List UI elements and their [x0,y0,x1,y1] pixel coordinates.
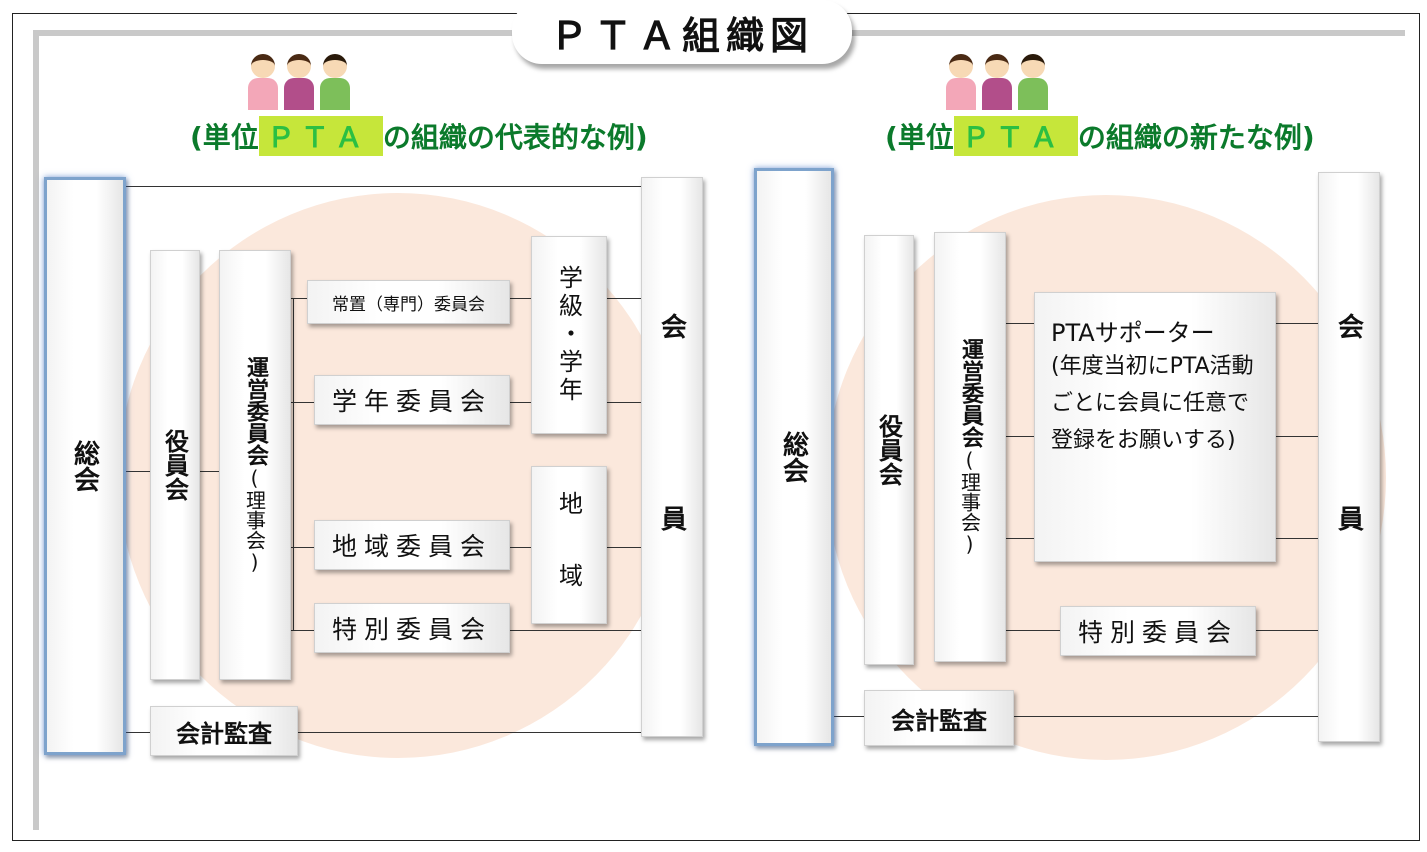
uneikai-box-right: 運営委員会 (理事会) [934,232,1006,662]
people-illustration-left [248,54,350,110]
uneikai-box-left: 運営委員会 (理事会) [219,250,291,680]
gakunen-committee-label: 学年委員会 [331,387,492,416]
connector [606,402,642,403]
tokubetsu-committee-box-left: 特別委員会 [314,603,510,653]
connector [296,732,642,733]
right-subtitle-prefix: (単位 [885,121,954,154]
yakuinkai-box-left: 役員会 [150,250,200,680]
kaiin-box-right: 会 員 [1318,172,1380,742]
uneikai-label: 運営委員会 [243,356,268,466]
tokubetsu-committee-label: 特別委員会 [1077,618,1238,647]
soukai-label: 総会 [69,440,100,492]
connector [1254,630,1318,631]
gakkyu-gakunen-box: 学級・学年 [531,236,607,434]
uneikai-label: 運営委員会 [958,338,983,448]
right-subtitle: (単位 ＰＴＡ の組織の新たな例) [885,116,1315,156]
yakuinkai-label: 役員会 [874,414,903,486]
kaiin-label: 会 員 [1333,313,1364,601]
chiiki-committee-box: 地域委員会 [314,520,510,570]
chiiki-committee-label: 地域委員会 [331,532,492,561]
uneikai-paren-label: (理事会) [957,448,982,556]
kansa-box-right: 会計監査 [864,690,1014,746]
page-title: ＰＴＡ組織図 [512,0,852,64]
connector [1006,538,1036,539]
yakuinkai-label: 役員会 [160,429,189,501]
connector [508,402,532,403]
connector [1274,323,1318,324]
tokubetsu-committee-box-right: 特別委員会 [1060,606,1256,656]
jochi-committee-label: 常置（専門）委員会 [332,294,485,315]
kansa-box-left: 会計監査 [150,706,298,756]
connector [288,630,315,631]
connector [508,298,532,299]
tokubetsu-committee-label: 特別委員会 [331,615,492,644]
pta-supporter-description: (年度当初にPTA活動ごとに会員に任意で登録をお願いする) [1051,354,1254,453]
soukai-box-left: 総会 [44,177,126,755]
soukai-label: 総会 [778,431,809,483]
connector [288,402,315,403]
left-subtitle-suffix: の組織の代表的な例) [382,121,648,154]
left-subtitle: (単位 ＰＴＡ の組織の代表的な例) [190,116,648,156]
connector [1274,538,1318,539]
pta-supporter-title: PTAサポーター [1051,319,1215,347]
kansa-label: 会計監査 [176,719,272,748]
connector [198,471,220,472]
chiiki-group-label: 地 域 [554,491,583,599]
connector [1274,436,1318,437]
gakkyu-gakunen-label: 学級・学年 [554,265,583,405]
connector [1006,436,1036,437]
uneikai-paren-label: (理事会) [242,466,267,574]
connector [508,547,532,548]
right-subtitle-pta: ＰＴＡ [953,116,1078,156]
pta-supporter-box: PTAサポーター (年度当初にPTA活動ごとに会員に任意で登録をお願いする) [1034,292,1276,562]
chiiki-group-box: 地 域 [531,466,607,624]
connector [293,298,294,630]
left-subtitle-prefix: (単位 [190,121,259,154]
connector [124,732,152,733]
connector [832,716,866,717]
kansa-label: 会計監査 [891,706,987,735]
connector [1006,630,1062,631]
soukai-box-right: 総会 [754,168,834,746]
connector [1006,323,1036,324]
left-subtitle-pta: ＰＴＡ [258,116,383,156]
connector [124,471,150,472]
connector [288,547,315,548]
connector [288,298,308,299]
connector [508,630,642,631]
jochi-committee-box: 常置（専門）委員会 [307,280,510,324]
kaiin-label: 会 員 [656,313,687,601]
connector [1014,716,1318,717]
people-illustration-right [946,54,1048,110]
connector [124,186,642,187]
yakuinkai-box-right: 役員会 [864,235,914,665]
connector [606,547,642,548]
right-subtitle-suffix: の組織の新たな例) [1077,121,1315,154]
kaiin-box-left: 会 員 [641,177,703,737]
gakunen-committee-box: 学年委員会 [314,375,510,425]
connector [606,298,642,299]
